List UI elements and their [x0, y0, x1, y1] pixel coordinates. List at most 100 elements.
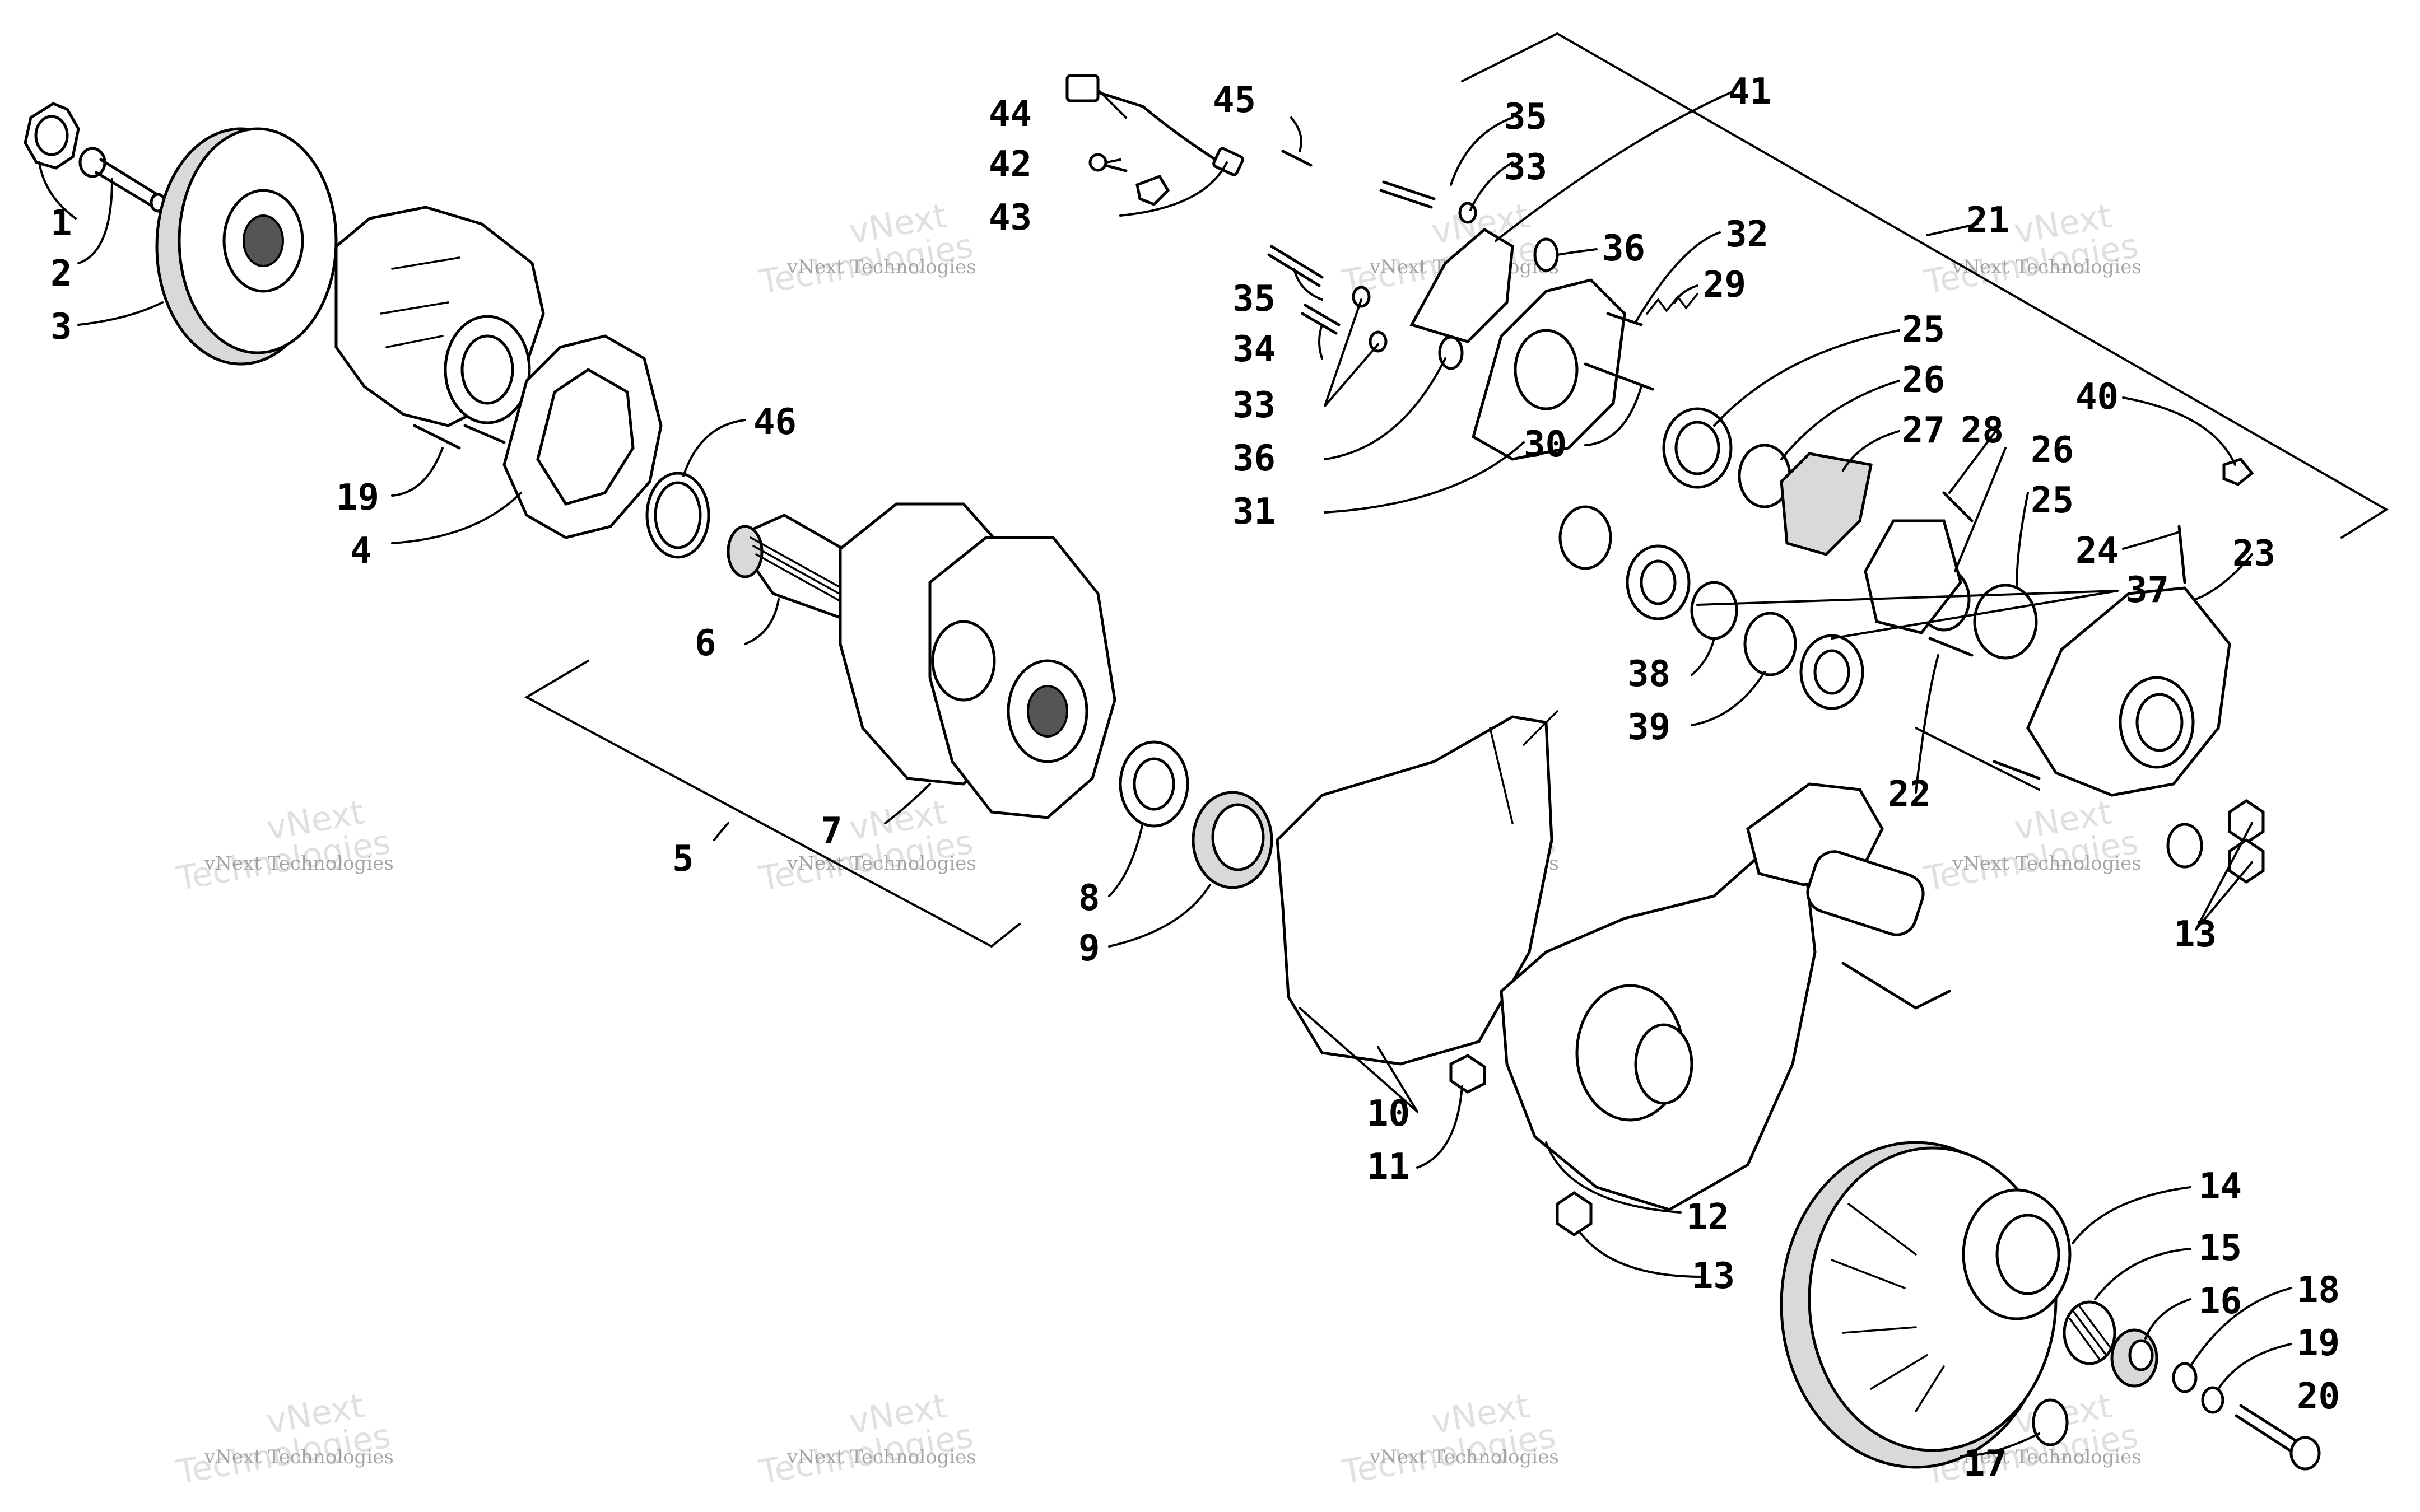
part-13-nut — [1556, 1191, 1593, 1237]
part-4-gasket — [502, 334, 663, 539]
leader-lines — [38, 88, 2292, 1457]
svg-text:vNext Technologies: vNext Technologies — [1952, 1446, 2142, 1468]
part-2-bolt — [78, 147, 166, 213]
svg-text:vNext Technologies: vNext Technologies — [787, 256, 976, 278]
callout-36b: 36 — [1232, 438, 1276, 479]
part-31-caliper — [1472, 278, 1626, 461]
callout-20: 20 — [2297, 1376, 2340, 1417]
callout-26b: 26 — [2031, 430, 2074, 471]
callout-5: 5 — [672, 838, 694, 880]
callout-28: 28 — [1961, 410, 2004, 451]
part-14-driven-clutch — [1780, 1141, 2072, 1469]
callout-7: 7 — [821, 810, 843, 852]
callout-35b: 35 — [1232, 278, 1276, 320]
part-45-pin — [1281, 150, 1313, 167]
part-37-bearing — [1558, 505, 1864, 710]
watermark: vNext Technologies vNext Technologies — [756, 792, 976, 899]
callout-33b: 33 — [1232, 385, 1276, 426]
callout-32: 32 — [1725, 214, 1769, 255]
part-28-pin — [1942, 491, 1974, 522]
callout-17: 17 — [1963, 1443, 2007, 1485]
callout-46: 46 — [753, 402, 797, 443]
watermark: vNext Technologies vNext Technologies — [756, 1386, 976, 1492]
callout-43: 43 — [989, 197, 1032, 239]
svg-text:vNext Technologies: vNext Technologies — [204, 1446, 394, 1468]
part-33-washer-lower — [1352, 286, 1388, 353]
callout-31: 31 — [1232, 491, 1276, 533]
watermark: vNext Technologies vNext Technologies — [173, 1386, 393, 1492]
group-bracket-21 — [1461, 32, 2389, 791]
callout-40: 40 — [2075, 376, 2119, 418]
callout-35: 35 — [1504, 96, 1547, 138]
part-3-drive-sheave — [155, 127, 338, 366]
part-19-clutch-housing — [334, 206, 545, 450]
svg-text:vNext Technologies: vNext Technologies — [1369, 1446, 1559, 1468]
watermark: vNext Technologies vNext Technologies — [1921, 792, 2141, 899]
part-35-bolt — [1379, 180, 1436, 209]
part-44-sensor-connector — [1065, 74, 1244, 176]
svg-text:vNext Technologies: vNext Technologies — [1952, 256, 2142, 278]
part-25-bearing-right — [1973, 584, 2038, 660]
part-35-bolt-lower — [1267, 245, 1324, 287]
part-20-bolt — [2235, 1404, 2321, 1471]
watermark: vNext Technologies vNext Technologies — [756, 196, 976, 302]
part-22-bolt — [1928, 637, 2041, 780]
callout-21: 21 — [1966, 200, 2009, 241]
part-29-spring — [1646, 293, 1698, 315]
part-11-nut — [1449, 1054, 1486, 1094]
callout-11: 11 — [1367, 1146, 1410, 1188]
callout-10: 10 — [1367, 1093, 1410, 1135]
part-12-gear-case — [1500, 850, 1817, 1211]
part-13-nut-right — [2166, 799, 2265, 884]
group-bracket-5 — [524, 660, 1021, 948]
part-23-caliper-housing — [2026, 586, 2231, 797]
callout-15: 15 — [2199, 1228, 2242, 1269]
callout-36: 36 — [1602, 228, 1645, 269]
svg-text:vNext Technologies: vNext Technologies — [787, 1446, 976, 1468]
callout-24: 24 — [2075, 530, 2119, 572]
callout-26: 26 — [1902, 360, 1945, 401]
callout-39: 39 — [1627, 707, 1670, 748]
svg-text:vNext Technologies: vNext Technologies — [787, 852, 976, 875]
part-40-bleeder-cap — [2222, 458, 2254, 486]
callout-6: 6 — [695, 623, 716, 664]
svg-text:vNext Technologies: vNext Technologies — [1952, 852, 2142, 875]
callout-1: 1 — [50, 203, 72, 244]
part-brake-plate — [1864, 519, 1962, 634]
part-8-bearing — [1119, 740, 1189, 828]
watermark: vNext Technologies vNext Technologies — [1338, 1386, 1558, 1492]
part-10-gasket — [1276, 710, 1558, 1066]
part-16-cap — [2110, 1328, 2158, 1388]
callout-41: 41 — [1728, 71, 1771, 113]
callout-2: 2 — [50, 253, 72, 295]
callout-16: 16 — [2199, 1281, 2242, 1322]
part-46-o-ring — [645, 472, 710, 559]
part-15-spring — [2063, 1300, 2116, 1365]
callout-34: 34 — [1232, 329, 1276, 370]
callout-27: 27 — [1902, 410, 1945, 451]
part-24-bleeder — [2177, 525, 2186, 584]
callout-18: 18 — [2297, 1270, 2340, 1311]
callout-37: 37 — [2126, 570, 2169, 611]
part-18-washer — [2172, 1362, 2198, 1393]
part-9-seal — [1192, 791, 1273, 889]
callout-23: 23 — [2232, 533, 2275, 575]
callout-13b: 13 — [2174, 914, 2217, 955]
callout-42: 42 — [989, 144, 1032, 185]
watermark: vNext Technologies vNext Technologies — [173, 792, 393, 899]
part-1-castle-nut — [24, 102, 80, 170]
callout-19b: 19 — [2297, 1323, 2340, 1364]
part-39-snap-ring — [1743, 612, 1797, 676]
part-27-brake-pad — [1780, 452, 1873, 556]
part-36-bushing — [1533, 237, 1559, 272]
callout-19: 19 — [336, 477, 379, 519]
callout-33: 33 — [1504, 147, 1547, 188]
part-actuator-motor — [1746, 782, 1951, 1010]
callout-9: 9 — [1078, 928, 1100, 969]
callout-45: 45 — [1213, 80, 1256, 121]
part-43-clip — [1135, 174, 1170, 206]
callout-labels: 1 2 3 19 4 46 6 5 7 8 9 10 11 12 13 14 1… — [50, 71, 2340, 1485]
callout-30: 30 — [1524, 424, 1567, 465]
